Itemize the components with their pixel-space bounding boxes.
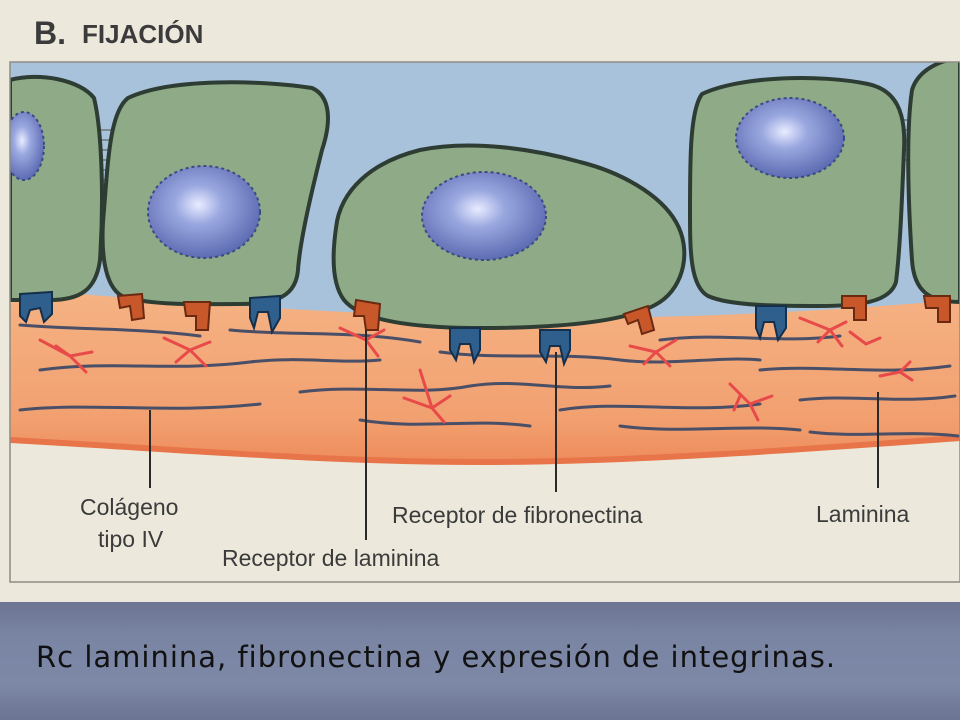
laminin-icon — [628, 338, 678, 368]
caption-bar — [0, 602, 960, 720]
nucleus-icon — [421, 171, 547, 261]
laminin-receptor-icon — [622, 304, 656, 336]
leader-lines — [149, 330, 879, 540]
nucleus-icon — [735, 97, 845, 179]
laminin-receptor-icon — [182, 301, 212, 331]
figure-panel: B. FIJACIÓN — [0, 0, 960, 602]
label-laminin-receptor: Receptor de laminina — [222, 545, 440, 571]
fibronectin-receptor-icon — [539, 329, 571, 368]
fibronectin-receptor-icon — [449, 327, 481, 365]
slide-caption: Rc laminina, fibronectina y expresión de… — [36, 640, 837, 674]
nuclei — [10, 97, 845, 261]
label-collagen-line2: tipo IV — [98, 526, 164, 552]
nucleus-icon — [147, 165, 261, 259]
laminin-icon — [798, 316, 848, 348]
label-fibronectin-receptor: Receptor de fibronectina — [392, 502, 643, 528]
label-laminin: Laminina — [816, 501, 910, 527]
cell-right-edge — [906, 62, 960, 304]
laminin-icon — [878, 360, 914, 382]
nucleus-icon — [10, 111, 45, 181]
laminin-icon — [38, 338, 94, 374]
laminin-icon — [338, 326, 386, 358]
laminin-receptor-icon — [922, 295, 951, 323]
laminin-receptor-icon — [841, 295, 867, 321]
fixation-diagram: B. FIJACIÓN — [9, 15, 960, 583]
laminin-receptor-icon — [116, 292, 146, 322]
basal-lamina-edge — [10, 435, 960, 466]
label-collagen-line1: Colágeno — [80, 494, 178, 520]
fibronectin-receptor-icon — [755, 305, 787, 343]
panel-title: FIJACIÓN — [82, 19, 203, 49]
laminin-molecules — [38, 316, 914, 424]
panel-letter: B. — [34, 15, 66, 51]
fibronectin-receptors — [19, 290, 787, 368]
cell-left-edge — [10, 74, 104, 302]
laminin-icon — [402, 368, 452, 424]
laminin-icon — [848, 330, 882, 346]
laminin-icon — [162, 336, 212, 368]
fibronectin-receptor-icon — [249, 294, 281, 335]
illustration-border — [9, 61, 960, 583]
laminin-receptors — [116, 292, 951, 336]
fibronectin-receptor-icon — [19, 290, 53, 324]
laminin-icon — [728, 382, 774, 422]
